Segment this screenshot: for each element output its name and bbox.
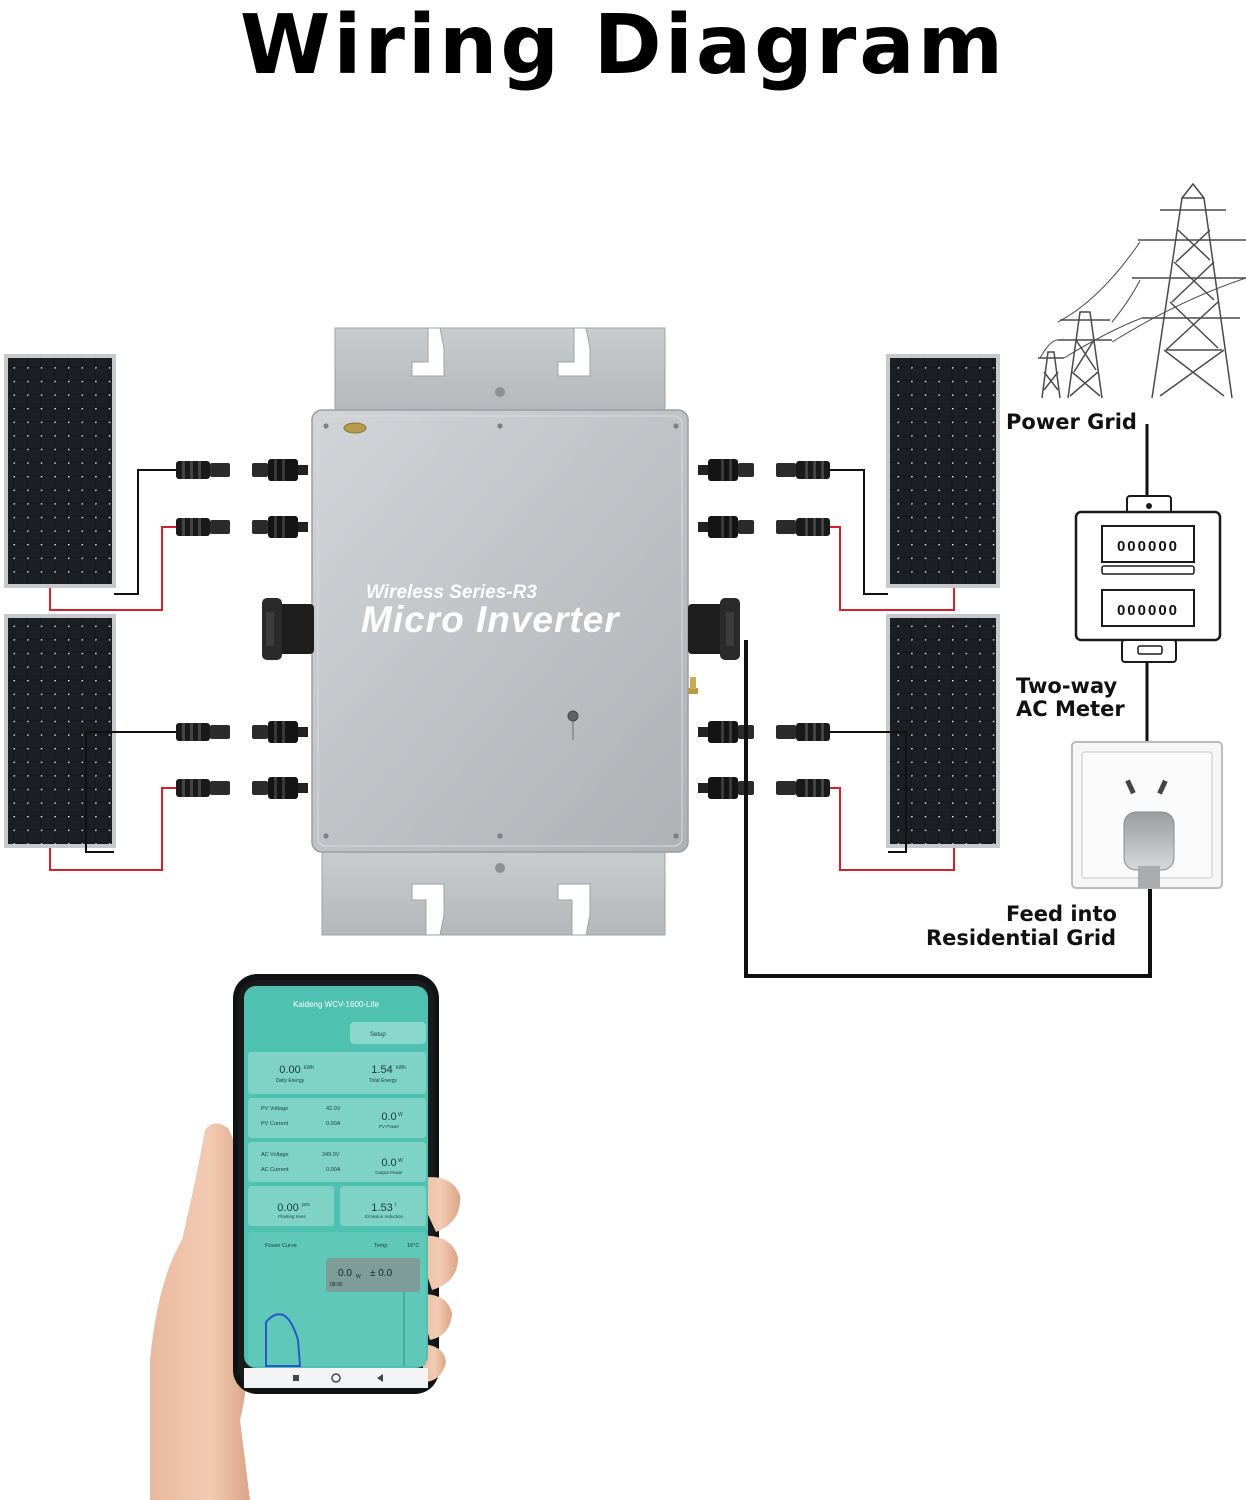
temp-value: 16°C [407,1243,419,1249]
ac-port-right [688,598,740,660]
inverter-name-label: Micro Inverter [361,599,621,640]
two-way-meter [1074,495,1222,663]
trees-value: 0.00 [277,1202,298,1214]
total-energy-label: Total Energy [369,1078,397,1084]
pv-voltage-value: 42.0V [326,1106,341,1112]
setup-label[interactable]: Setup [370,1032,386,1038]
ac-feed-wire [744,640,1152,978]
panel-wires [49,469,955,871]
feed-label-line-1: Feed into [1006,902,1117,926]
meter-label-line-1: Two-way [1016,674,1118,698]
wall-outlet [1071,741,1223,889]
output-power-value: 0.0 [381,1157,396,1169]
inverter-series-label: Wireless Series-R3 [366,582,537,603]
back-icon[interactable] [377,1374,383,1382]
temp-label: Temp [374,1243,387,1249]
ac-current-value: 0.00A [326,1167,341,1173]
meter-top-reading: 000000 [1117,538,1179,555]
tooltip-time: 08:00 [330,1282,343,1288]
ac-voltage-label: AC Voltage [261,1152,289,1158]
page-title: Wiring Diagram [239,0,1007,93]
recent-apps-icon[interactable] [293,1375,299,1381]
power-tower-icon [1038,182,1246,399]
power-curve-label: Power Curve [265,1243,297,1249]
pv-voltage-label: PV Voltage [261,1106,288,1112]
app-title: Kaideng WCV-1600-Life [293,1000,379,1009]
total-energy-unit: kWh [396,1065,406,1071]
trees-label: Planting trees [278,1214,306,1219]
meter-bottom-reading: 000000 [1117,602,1179,619]
home-icon[interactable] [331,1373,341,1383]
tooltip-unit: W [356,1274,361,1280]
micro-inverter [262,327,740,936]
ac-port-left [262,598,314,660]
tooltip-power: 0.0 [338,1268,352,1279]
emission-value: 1.53 [371,1202,392,1214]
meter-label-line-2: AC Meter [1016,697,1125,721]
tooltip-power-2: ± 0.0 [370,1268,393,1279]
solar-panel-top-right [886,354,1000,588]
emission-label: Emission reduction [365,1214,404,1219]
feed-label-line-2: Residential Grid [926,926,1117,950]
pv-power-label: PV Power [379,1124,400,1129]
emission-unit: t [395,1202,397,1208]
solar-panel-top-left [4,354,116,588]
ac-voltage-value: 249.9V [322,1152,340,1158]
trees-unit: pcs [302,1202,310,1208]
pv-power-value: 0.0 [381,1111,396,1123]
pv-current-value: 0.00A [326,1121,341,1127]
phone-screen [244,986,428,1388]
ac-current-label: AC Current [261,1167,289,1173]
daily-energy-value: 0.00 [279,1064,300,1076]
pv-current-label: PV Current [261,1121,289,1127]
output-power-label: Output Power [375,1170,403,1175]
setup-button[interactable] [350,1022,426,1044]
power-grid-label: Power Grid [1006,410,1137,434]
total-energy-value: 1.54 [371,1064,392,1076]
output-power-unit: W [398,1158,403,1164]
pv-power-unit: W [398,1112,403,1118]
daily-energy-unit: kWh [304,1065,314,1071]
daily-energy-label: Daily Energy [276,1078,305,1084]
